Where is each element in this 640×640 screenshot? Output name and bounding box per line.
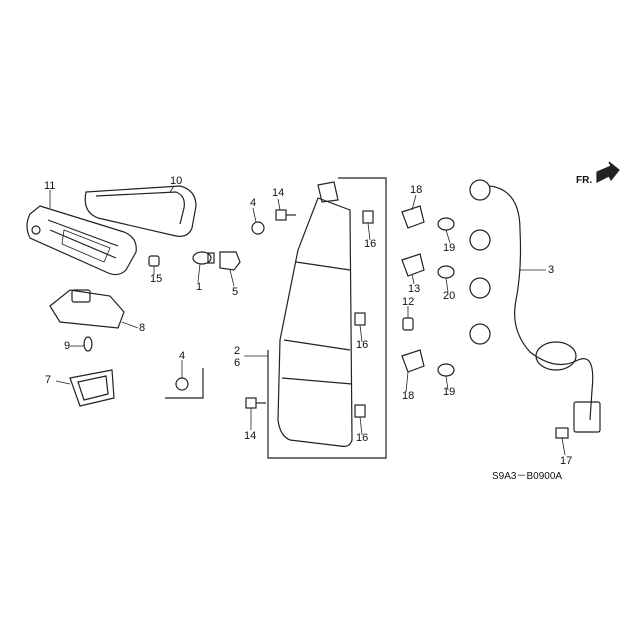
wire-harness-3 — [469, 179, 601, 433]
callout-6: 6 — [234, 357, 241, 369]
front-arrow-icon — [596, 161, 620, 183]
grommet-15 — [148, 255, 160, 267]
callout-4-upper: 4 — [250, 197, 257, 209]
nut-16-middle — [354, 312, 366, 326]
bulb-1 — [192, 251, 215, 265]
bulb-12 — [402, 317, 414, 331]
bulb-19-lower — [437, 363, 455, 377]
callout-4-lower: 4 — [179, 350, 186, 362]
callout-5: 5 — [232, 286, 239, 298]
callout-20: 20 — [443, 290, 456, 302]
clip-17 — [555, 427, 569, 439]
callout-18-lower: 18 — [402, 390, 415, 402]
high-mount-lamp-housing — [84, 185, 197, 237]
socket-13 — [401, 253, 425, 277]
tail-light-assembly — [277, 181, 353, 447]
callout-14-lower: 14 — [244, 430, 257, 442]
license-light-8 — [49, 289, 125, 329]
callout-8: 8 — [139, 322, 146, 334]
bulb-9 — [83, 336, 93, 352]
callout-16-upper: 16 — [364, 238, 377, 250]
callout-3: 3 — [548, 264, 555, 276]
callout-7: 7 — [45, 374, 52, 386]
callout-11: 11 — [44, 180, 56, 192]
callout-12: 12 — [402, 296, 415, 308]
callout-15: 15 — [150, 273, 163, 285]
socket-18-upper — [401, 205, 425, 229]
tail-light-frame — [267, 177, 387, 459]
screw-14-upper — [275, 209, 296, 221]
clip-4-lower — [175, 377, 189, 391]
callout-14-upper: 14 — [272, 187, 285, 199]
socket-18-lower — [401, 349, 425, 373]
bulb-20 — [437, 265, 455, 279]
callout-16-lower: 16 — [356, 432, 369, 444]
socket-5 — [219, 251, 241, 271]
callout-16-middle: 16 — [356, 339, 369, 351]
callout-19-upper: 19 — [443, 242, 456, 254]
callout-1: 1 — [196, 281, 203, 293]
bracket-lines — [165, 368, 204, 399]
bulb-19-upper — [437, 217, 455, 231]
callout-9: 9 — [64, 340, 71, 352]
front-direction-label: FR. — [576, 175, 593, 186]
diagram-code: S9A3－B0900A — [492, 471, 563, 482]
high-mount-lamp-lens — [26, 205, 137, 276]
nut-16-lower — [354, 404, 366, 418]
callout-18-upper: 18 — [410, 184, 423, 196]
callout-10: 10 — [170, 175, 183, 187]
callout-17: 17 — [560, 455, 573, 467]
license-lens-7 — [69, 369, 115, 407]
clip-4-upper — [251, 221, 265, 235]
leader-lines — [49, 185, 566, 456]
callout-13: 13 — [408, 283, 421, 295]
nut-16-upper — [362, 210, 374, 224]
callout-19-lower: 19 — [443, 386, 456, 398]
screw-14-lower — [245, 397, 266, 409]
callout-2: 2 — [234, 345, 241, 357]
